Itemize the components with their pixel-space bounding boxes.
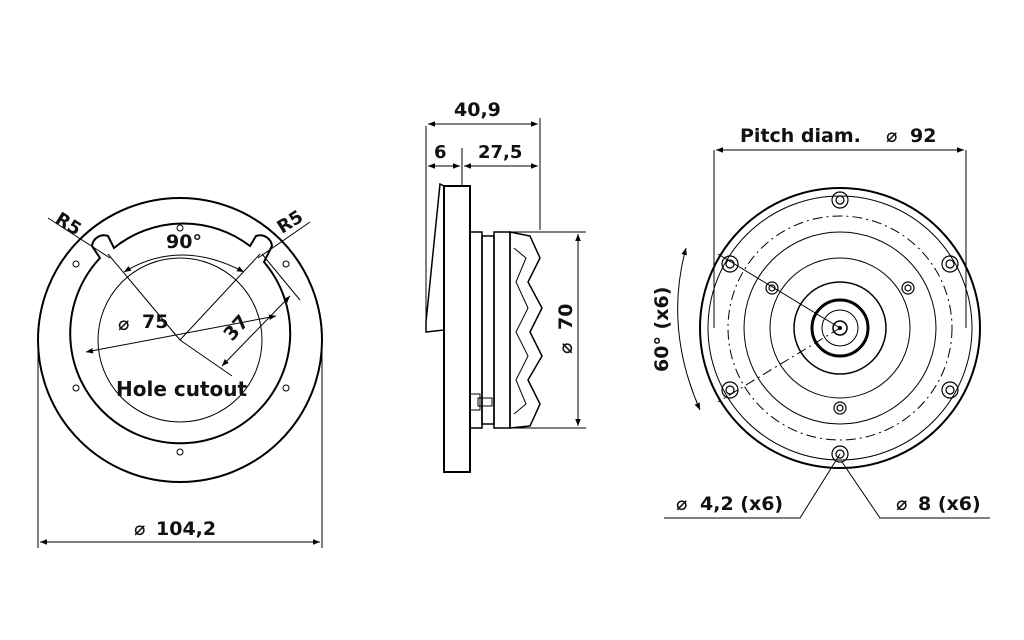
flange-plate (443, 185, 471, 473)
dome-inner (821, 309, 859, 347)
ext-37-a (179, 339, 233, 377)
terminal-tab (477, 397, 493, 407)
body-ring-2 (481, 235, 495, 425)
label-hole-8: 8 (x6) (918, 493, 981, 515)
face-ring-2 (769, 257, 911, 399)
pitch-circle (727, 215, 953, 441)
leader-r5-right (257, 221, 311, 259)
dim-line-37 (221, 295, 291, 367)
diameter-symbol-4-2: ⌀ (676, 493, 687, 515)
motor-fins (513, 247, 529, 415)
label-diameter-70: 70 (555, 304, 577, 330)
angle-arc (123, 254, 245, 273)
diameter-symbol-75: ⌀ (118, 313, 129, 335)
label-depth-40-9: 40,9 (454, 99, 501, 121)
label-angle-60: 60° (x6) (651, 287, 673, 372)
front-outer-rim (699, 187, 981, 469)
label-slot-37: 37 (219, 311, 253, 345)
label-hole-4-2: 4,2 (x6) (700, 493, 783, 515)
motor-body (509, 231, 543, 429)
label-pitch-92: 92 (910, 125, 936, 147)
left-view: R5 R5 90° ⌀ 75 37 Hole cutout ⌀ 104,2 (37, 197, 323, 548)
ext-37-b (261, 253, 301, 301)
label-flange-6: 6 (434, 142, 447, 163)
terminal (469, 393, 481, 411)
label-diameter-75: 75 (142, 311, 168, 333)
dome-outer (793, 281, 887, 375)
dome-ring (810, 298, 870, 358)
angle-leader-bottom (717, 327, 841, 403)
label-pitch: Pitch diam. (740, 125, 861, 147)
label-diameter-104: 104,2 (156, 518, 216, 540)
label-r5-left: R5 (51, 208, 85, 240)
inner-holes (765, 281, 915, 415)
leader-hole-small (664, 453, 841, 519)
label-angle-90: 90° (166, 231, 202, 253)
diameter-symbol-104: ⌀ (134, 518, 145, 540)
side-view: 40,9 6 27,5 ⌀ 70 (425, 99, 586, 473)
front-view: Pitch diam. ⌀ 92 60° (x6) ⌀ 4,2 (x6) ⌀ 8… (651, 125, 990, 519)
angle-leader-top (717, 253, 841, 329)
phase-plug (832, 320, 848, 336)
face-ring (743, 231, 937, 425)
label-r5-right: R5 (274, 206, 308, 238)
body-ring-3 (493, 231, 511, 429)
diameter-symbol-92: ⌀ (886, 125, 897, 147)
label-hole-cutout: Hole cutout (116, 377, 247, 401)
diameter-symbol-70: ⌀ (555, 343, 577, 354)
flange-holes (72, 224, 290, 456)
leader-hole-large (841, 461, 990, 519)
diameter-symbol-8: ⌀ (896, 493, 907, 515)
leader-r5-left (47, 217, 111, 259)
label-body-27-5: 27,5 (478, 142, 522, 163)
angle-arc-60 (677, 247, 701, 411)
rear-chamfer (425, 182, 445, 333)
